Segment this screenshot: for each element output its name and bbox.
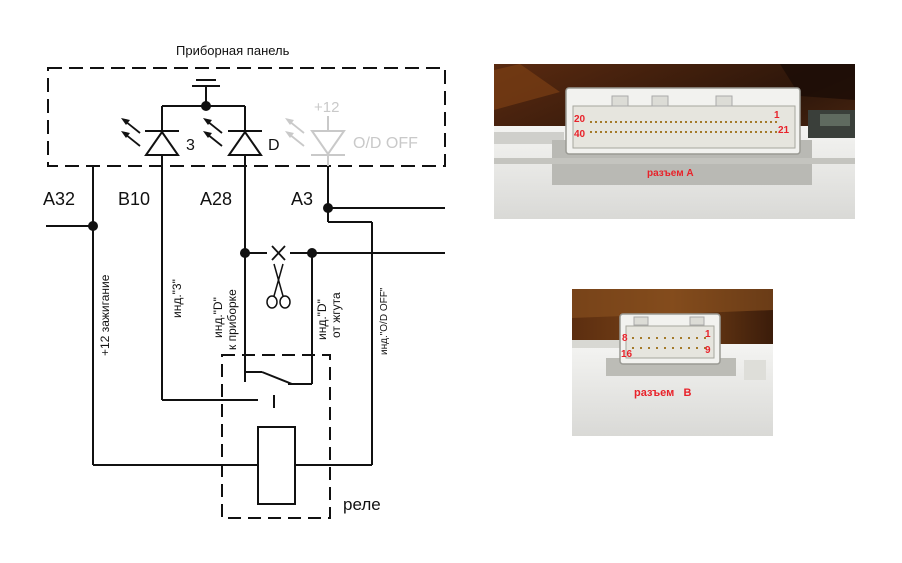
led-light-arrows-icon [121, 118, 141, 147]
connector-b-pin-8: 8 [622, 333, 628, 344]
connector-a-caption: разъем A [647, 168, 694, 179]
schematic-labels: Приборная панель 3 D +12 O/D OFF A32 B10… [43, 43, 418, 514]
wire-ind-d-harness-label-2: от жгута [329, 292, 343, 338]
pin-a3-label: A3 [291, 189, 313, 209]
connector-a-pin-40: 40 [574, 129, 586, 140]
relay-coil-icon [257, 426, 296, 505]
pin-a28-label: A28 [200, 189, 232, 209]
connector-a-photo: 20 1 40 21 разъем A [494, 64, 855, 219]
wire-ind-d-panel-label-2: к приборке [225, 289, 239, 350]
connector-b-caption: разъем B [634, 387, 691, 399]
connector-b-pin-1: 1 [705, 329, 711, 340]
diode-icon [227, 130, 263, 156]
connector-b-photo: 8 1 16 9 разъем B [572, 289, 773, 436]
od-off-label: O/D OFF [353, 135, 418, 152]
diode-icon [144, 130, 180, 156]
diode-3-label: 3 [186, 137, 195, 154]
connector-a-pin-1: 1 [774, 110, 780, 121]
wire-ind-d-panel-label: инд."D" [211, 297, 225, 338]
relay-switch-icon [244, 355, 313, 385]
panel-title: Приборная панель [176, 43, 290, 58]
cut-mark-icon [271, 245, 286, 261]
connector-pins [590, 121, 780, 133]
connector-b-pin-16: 16 [621, 349, 633, 360]
wire-ignition-label: +12 зажигание [98, 274, 112, 356]
schematic [46, 67, 446, 519]
wire-ind-od-label: инд."O/D OFF" [379, 287, 390, 355]
relay-label: реле [343, 495, 381, 514]
diode-d-label: D [268, 137, 280, 154]
od-supply-label: +12 [314, 99, 339, 116]
wire-ind-d-harness-label: инд."D" [315, 299, 329, 340]
pin-b10-label: B10 [118, 189, 150, 209]
instrument-panel-frame [47, 67, 446, 167]
led-light-arrows-icon [285, 118, 305, 147]
connector-b-pin-9: 9 [705, 345, 711, 356]
connector-a-pin-21: 21 [778, 125, 790, 136]
pin-a32-label: A32 [43, 189, 75, 209]
connector-a-pin-20: 20 [574, 114, 586, 125]
od-off-diode-ghost [285, 116, 346, 166]
relay-frame [221, 354, 331, 519]
scissors-icon [266, 263, 291, 309]
wire-ind-3-label: инд."3" [170, 279, 184, 318]
led-light-arrows-icon [203, 118, 223, 147]
